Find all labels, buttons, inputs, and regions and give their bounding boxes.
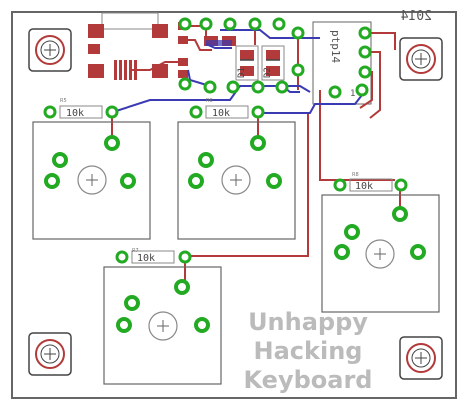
header-pads [178, 17, 372, 99]
board-outline [11, 11, 457, 399]
key-switch-4 [103, 266, 222, 385]
board-title: Unhappy Hacking Keyboard [244, 308, 373, 394]
year-mark: 2014 [401, 9, 432, 24]
mounting-hole-top-right [399, 37, 443, 81]
board-title-line-2: Hacking [254, 337, 363, 365]
resistor-value: 10k [66, 108, 84, 119]
resistor-value: 10k [137, 253, 155, 264]
resistor-top-mid: R6 10k [189, 98, 265, 119]
resistor-ref: R8 [352, 172, 359, 178]
copper-traces-top [111, 25, 401, 286]
chip-footprint: ptp14 1 [312, 21, 372, 105]
key-switch-3 [321, 194, 440, 313]
chip-label: ptp14 [329, 30, 342, 63]
board-title-line-1: Unhappy [248, 308, 368, 336]
resistor-ref: R6 [206, 98, 213, 104]
diode-d1-label: D1 [237, 67, 247, 78]
mounting-hole-top-left [28, 28, 72, 72]
resistor-bottom: R7 10k [115, 248, 192, 264]
resistor-top-left: R5 10k [43, 98, 119, 119]
key-switch-2 [177, 121, 296, 240]
board-title-line-3: Keyboard [244, 366, 373, 394]
diode-d2: D2 [261, 45, 285, 81]
resistor-right: R8 10k [333, 172, 408, 192]
chip-pin1-label: 1 [350, 89, 355, 99]
diode-d2-label: D2 [263, 67, 273, 78]
mounting-hole-bottom-right [399, 336, 443, 380]
resistor-ref: R5 [60, 98, 67, 104]
resistor-value: 10k [355, 181, 373, 192]
resistor-value: 10k [212, 108, 230, 119]
mounting-hole-bottom-left [28, 332, 72, 376]
key-switch-1 [32, 121, 151, 240]
diode-d1: D1 [235, 45, 259, 81]
